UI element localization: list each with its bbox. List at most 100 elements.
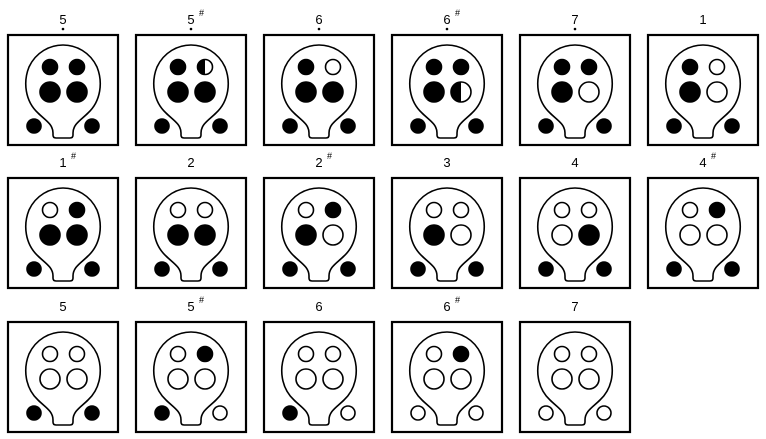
ocarina-body xyxy=(152,44,230,139)
cell-frame xyxy=(390,176,504,290)
hole-mid-right-open xyxy=(450,368,472,390)
hole-mid-right-half xyxy=(450,81,472,103)
cell-frame xyxy=(518,33,632,147)
hole-top-right-closed xyxy=(68,58,86,76)
hole-bottom-right-open xyxy=(340,405,356,421)
hole-mid-left-open xyxy=(295,368,317,390)
fingering-cell: 5 xyxy=(6,299,120,434)
ocarina-body xyxy=(536,187,614,282)
hole-top-right-closed xyxy=(68,201,86,219)
octave-dot xyxy=(573,27,577,31)
hole-top-left-closed xyxy=(681,58,699,76)
ocarina-body xyxy=(152,187,230,282)
hole-top-left-open xyxy=(41,345,59,363)
hole-bottom-left-closed xyxy=(26,405,42,421)
cell-frame xyxy=(134,176,248,290)
hole-top-right-closed xyxy=(452,345,470,363)
hole-top-left-open xyxy=(41,201,59,219)
hole-mid-left-closed xyxy=(551,81,573,103)
cell-frame xyxy=(518,176,632,290)
cell-frame xyxy=(518,320,632,434)
note-label: 7 xyxy=(571,12,578,27)
hole-mid-right-open xyxy=(322,224,344,246)
hole-bottom-right-closed xyxy=(212,118,228,134)
hole-mid-right-closed xyxy=(322,81,344,103)
hole-mid-left-closed xyxy=(679,81,701,103)
hole-top-right-closed xyxy=(452,58,470,76)
ocarina-body xyxy=(280,187,358,282)
fingering-cell: 5# xyxy=(134,295,248,434)
hole-top-right-half xyxy=(196,58,214,76)
cell-frame xyxy=(262,320,376,434)
ocarina-body xyxy=(408,187,486,282)
hole-bottom-left-closed xyxy=(26,261,42,277)
hole-bottom-right-open xyxy=(468,405,484,421)
hole-top-right-closed xyxy=(324,201,342,219)
note-label: 3 xyxy=(443,155,450,170)
note-label: 4 xyxy=(571,155,578,170)
hole-mid-left-open xyxy=(679,224,701,246)
hole-top-left-open xyxy=(681,201,699,219)
cell-frame xyxy=(262,33,376,147)
note-label: 5 xyxy=(187,12,194,27)
hole-top-left-closed xyxy=(169,58,187,76)
fingering-cell: 5 xyxy=(6,12,120,147)
hole-top-left-open xyxy=(169,345,187,363)
sharp-sign: # xyxy=(199,295,204,305)
fingering-cell: 1 xyxy=(646,12,760,147)
hole-bottom-right-closed xyxy=(724,261,740,277)
hole-top-right-open xyxy=(452,201,470,219)
hole-bottom-right-closed xyxy=(84,405,100,421)
hole-bottom-right-closed xyxy=(84,261,100,277)
hole-mid-right-open xyxy=(450,224,472,246)
ocarina-body xyxy=(280,44,358,139)
hole-bottom-left-closed xyxy=(666,261,682,277)
ocarina-body xyxy=(664,44,742,139)
note-label: 5 xyxy=(59,299,66,314)
hole-bottom-left-closed xyxy=(666,118,682,134)
octave-dot xyxy=(61,27,65,31)
note-label: 4 xyxy=(699,155,706,170)
note-label: 6 xyxy=(443,12,450,27)
sharp-sign: # xyxy=(327,151,332,161)
hole-bottom-right-closed xyxy=(596,261,612,277)
hole-top-left-open xyxy=(553,345,571,363)
hole-bottom-left-closed xyxy=(538,261,554,277)
hole-mid-right-open xyxy=(706,81,728,103)
fingering-cell: 3 xyxy=(390,155,504,290)
hole-top-left-open xyxy=(297,345,315,363)
hole-bottom-left-open xyxy=(538,405,554,421)
hole-bottom-left-closed xyxy=(154,118,170,134)
hole-top-left-closed xyxy=(297,58,315,76)
hole-top-right-closed xyxy=(708,201,726,219)
note-label: 7 xyxy=(571,299,578,314)
fingering-cell: 4 xyxy=(518,155,632,290)
hole-bottom-left-closed xyxy=(282,261,298,277)
ocarina-body xyxy=(24,44,102,139)
hole-top-right-open xyxy=(68,345,86,363)
hole-mid-right-closed xyxy=(66,81,88,103)
hole-mid-left-open xyxy=(551,368,573,390)
note-label: 1 xyxy=(699,12,706,27)
note-label: 2 xyxy=(315,155,322,170)
hole-bottom-right-closed xyxy=(596,118,612,134)
cell-frame xyxy=(6,320,120,434)
sharp-sign: # xyxy=(455,8,460,18)
hole-mid-right-closed xyxy=(66,224,88,246)
sharp-sign: # xyxy=(71,151,76,161)
hole-top-left-open xyxy=(553,201,571,219)
cell-frame xyxy=(390,33,504,147)
hole-bottom-right-open xyxy=(596,405,612,421)
ocarina-body xyxy=(536,331,614,426)
hole-mid-right-open xyxy=(194,368,216,390)
cell-frame xyxy=(134,33,248,147)
hole-top-left-closed xyxy=(41,58,59,76)
hole-bottom-right-closed xyxy=(212,261,228,277)
hole-top-left-closed xyxy=(425,58,443,76)
hole-mid-left-closed xyxy=(167,81,189,103)
hole-top-right-open xyxy=(324,345,342,363)
hole-bottom-left-closed xyxy=(282,405,298,421)
cell-frame xyxy=(134,320,248,434)
hole-mid-left-closed xyxy=(39,224,61,246)
